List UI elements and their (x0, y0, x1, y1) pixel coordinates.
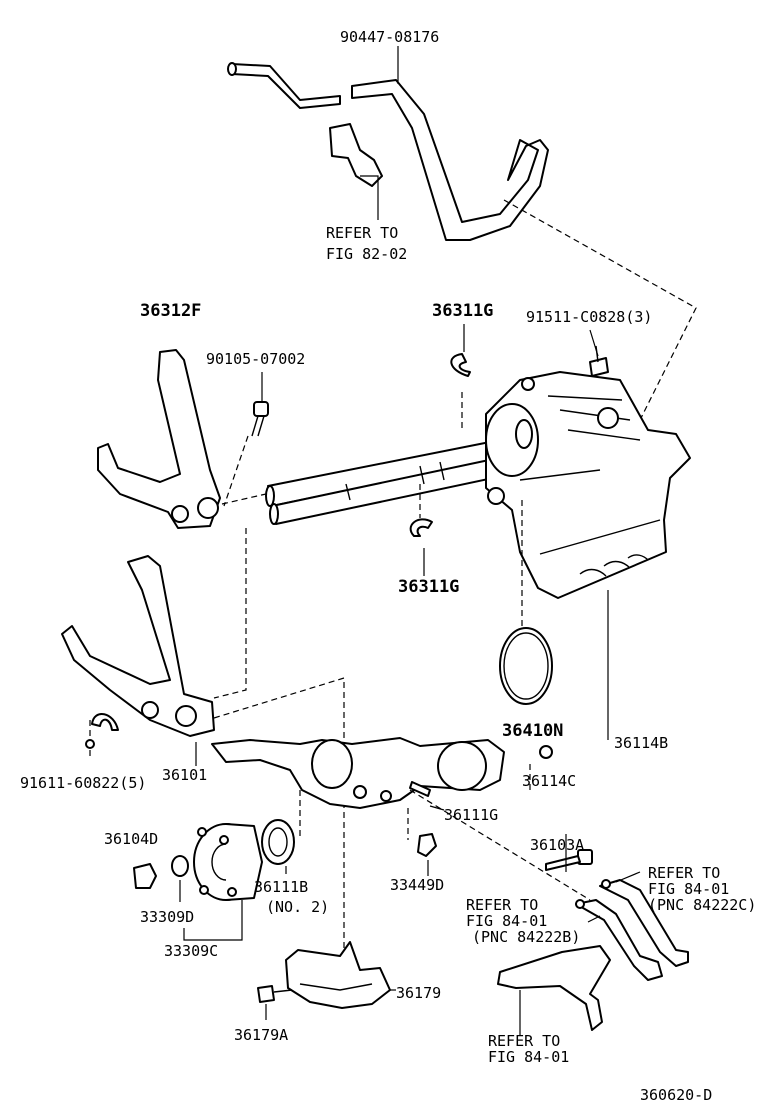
o-ring-36410N[interactable] (499, 627, 553, 705)
speed-sensor-84222B[interactable] (575, 899, 663, 981)
label-refer-84222B-line3: (PNC 84222B) (472, 928, 580, 946)
snap-ring-upper[interactable] (450, 353, 471, 377)
label-36311G-lower: 36311G (398, 577, 459, 597)
label-refer-84222B-line2: FIG 84-01 (466, 912, 547, 930)
label-36114C: 36114C (522, 772, 576, 790)
companion-flange[interactable] (193, 823, 263, 901)
extension-housing[interactable] (485, 345, 691, 599)
label-refer-to-line2: FIG 82-02 (326, 245, 407, 263)
label-36111B: 36111B (254, 878, 308, 896)
label-refer-84222C-line2: FIG 84-01 (648, 880, 729, 898)
label-36410N: 36410N (502, 721, 563, 741)
washer-36114C[interactable] (539, 745, 553, 759)
snap-ring-lower[interactable] (409, 518, 433, 537)
label-36114B: 36114B (614, 734, 668, 752)
label-refer-to-line1: REFER TO (326, 224, 398, 242)
shift-shaft[interactable] (265, 439, 513, 525)
label-36179A: 36179A (234, 1026, 288, 1044)
label-36101: 36101 (162, 766, 207, 784)
transfer-case-body[interactable] (211, 737, 505, 809)
label-36179: 36179 (396, 984, 441, 1002)
sensor-bracket[interactable] (497, 945, 611, 1031)
nut-36104D[interactable] (133, 863, 157, 889)
label-refer-84222C-line1: REFER TO (648, 864, 720, 882)
breather-hose[interactable] (227, 62, 549, 241)
label-36312F: 36312F (140, 301, 201, 321)
label-90105-07002: 90105-07002 (206, 350, 305, 368)
label-90447-08176: 90447-08176 (340, 28, 439, 46)
label-33309C: 33309C (164, 942, 218, 960)
snap-ring-91611-60822[interactable] (91, 713, 119, 731)
label-33309D: 33309D (140, 908, 194, 926)
label-36311G-upper: 36311G (432, 301, 493, 321)
label-36111B-no2: (NO. 2) (266, 898, 329, 916)
label-91511-C0828: 91511-C0828(3) (526, 308, 652, 326)
washer-33309D[interactable] (171, 855, 189, 877)
shift-fork-upper[interactable] (97, 349, 221, 529)
pin-36111G[interactable] (409, 781, 431, 797)
shift-fork-lower[interactable] (61, 555, 215, 737)
figure-code: 360620-D (640, 1086, 712, 1104)
label-refer-fig-84-01-line2: FIG 84-01 (488, 1048, 569, 1066)
label-36104D: 36104D (104, 830, 158, 848)
bolt-90105-07002[interactable] (251, 401, 269, 437)
speed-sensor-84222C[interactable] (599, 879, 689, 967)
label-91611-60822: 91611-60822(5) (20, 774, 146, 792)
protector-36179[interactable] (285, 941, 391, 1009)
bolt-36179A[interactable] (257, 985, 293, 1003)
bolt-36103A[interactable] (545, 849, 593, 871)
label-refer-84222C-line3: (PNC 84222C) (648, 896, 756, 914)
plug-33449D[interactable] (417, 833, 437, 857)
label-refer-84222B-line1: REFER TO (466, 896, 538, 914)
label-33449D: 33449D (390, 876, 444, 894)
oil-seal-36111B[interactable] (261, 819, 295, 865)
label-refer-fig-84-01-line1: REFER TO (488, 1032, 560, 1050)
label-36111G: 36111G (444, 806, 498, 824)
bracket-top (329, 123, 383, 187)
label-36103A: 36103A (530, 836, 584, 854)
